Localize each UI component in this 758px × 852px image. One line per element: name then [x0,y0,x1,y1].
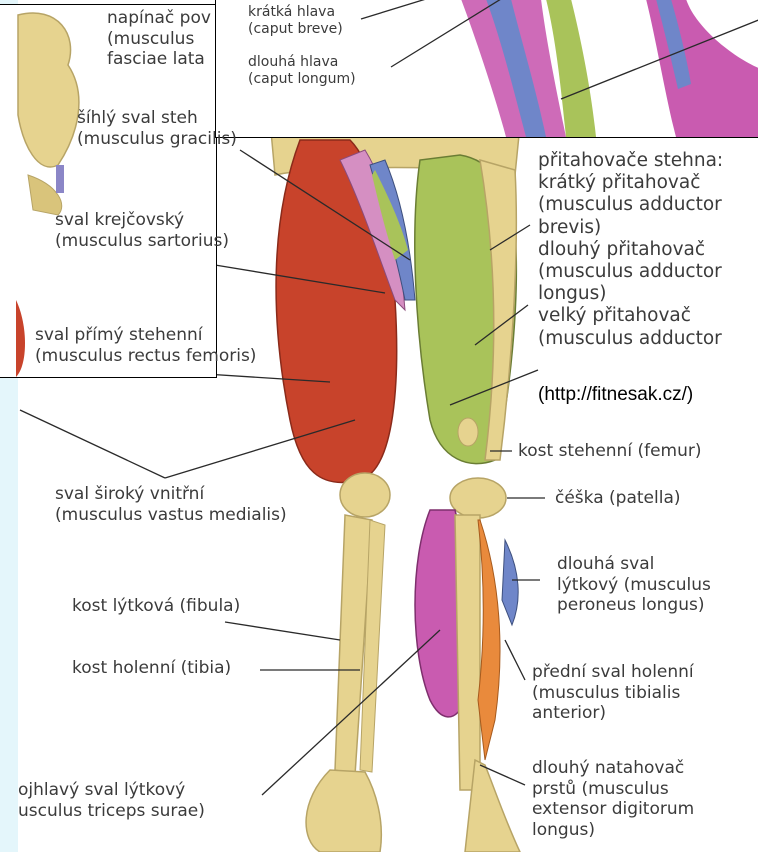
label-line: dlouhá sval [557,554,711,575]
label-line: ojhlavý sval lýtkový [18,780,205,801]
label-peroneus-longus: dlouhá sval lýtkový (musculus peroneus l… [557,554,711,616]
source-credit: (http://fitnesak.cz/) [538,384,693,406]
label-line: (musculus gracilis) [77,129,237,150]
label-line: krátký přitahovač [538,172,723,194]
label-line: (musculus adductor [538,194,723,216]
label-fibula: kost lýtková (fibula) [72,596,240,617]
label-line: napínač pov [107,8,211,29]
label-line: šíhlý sval steh [77,108,237,129]
label-line: peroneus longus) [557,595,711,616]
label-line: (musculus sartorius) [55,231,229,252]
label-line: brevis) [538,217,723,239]
label-line: lýtkový (musculus [557,575,711,596]
label-line: sval krejčovský [55,210,229,231]
label-femur: kost stehenní (femur) [518,441,702,462]
label-line: přitahovače stehna: [538,150,723,172]
label-long-head: dlouhá hlava (caput longum) [248,54,356,88]
label-gracilis: šíhlý sval steh (musculus gracilis) [77,108,237,149]
label-line: dlouhý natahovač [532,758,694,779]
label-line: (musculus adductor [538,261,723,283]
label-line: (musculus vastus medialis) [55,505,287,526]
label-line: sval přímý stehenní [35,325,256,346]
label-patella: čéška (patella) [555,488,681,509]
label-short-head: krátká hlava (caput breve) [248,4,343,38]
label-tibialis-anterior: přední sval holenní (musculus tibialis a… [532,662,694,724]
label-line: dlouhá hlava [248,54,356,71]
label-line: krátká hlava [248,4,343,21]
label-line: (musculus adductor [538,328,723,350]
label-line: anterior) [532,703,694,724]
label-tensor-fasciae-latae: napínač pov (musculus fasciae lata [107,8,211,70]
label-line: (musculus [107,29,211,50]
label-line: prstů (musculus [532,779,694,800]
label-line: longus) [532,820,694,841]
label-line: přední sval holenní [532,662,694,683]
label-line: (caput breve) [248,21,343,38]
label-tibia: kost holenní (tibia) [72,658,231,679]
label-sartorius: sval krejčovský (musculus sartorius) [55,210,229,251]
label-line: fasciae lata [107,49,211,70]
label-triceps-surae: ojhlavý sval lýtkový usculus triceps sur… [18,780,205,821]
label-extensor-digitorum: dlouhý natahovač prstů (musculus extenso… [532,758,694,841]
label-line: (caput longum) [248,71,356,88]
label-line: dlouhý přitahovač [538,239,723,261]
label-adductors: přitahovače stehna: krátký přitahovač (m… [538,150,723,350]
label-line: longus) [538,283,723,305]
label-vastus-medialis: sval široký vnitřní (musculus vastus med… [55,484,287,525]
label-line: velký přitahovač [538,305,723,327]
label-line: (musculus rectus femoris) [35,346,256,367]
label-line: (musculus tibialis [532,683,694,704]
label-line: extensor digitorum [532,799,694,820]
label-rectus-femoris: sval přímý stehenní (musculus rectus fem… [35,325,256,366]
label-line: sval široký vnitřní [55,484,287,505]
label-line: usculus triceps surae) [18,801,205,822]
